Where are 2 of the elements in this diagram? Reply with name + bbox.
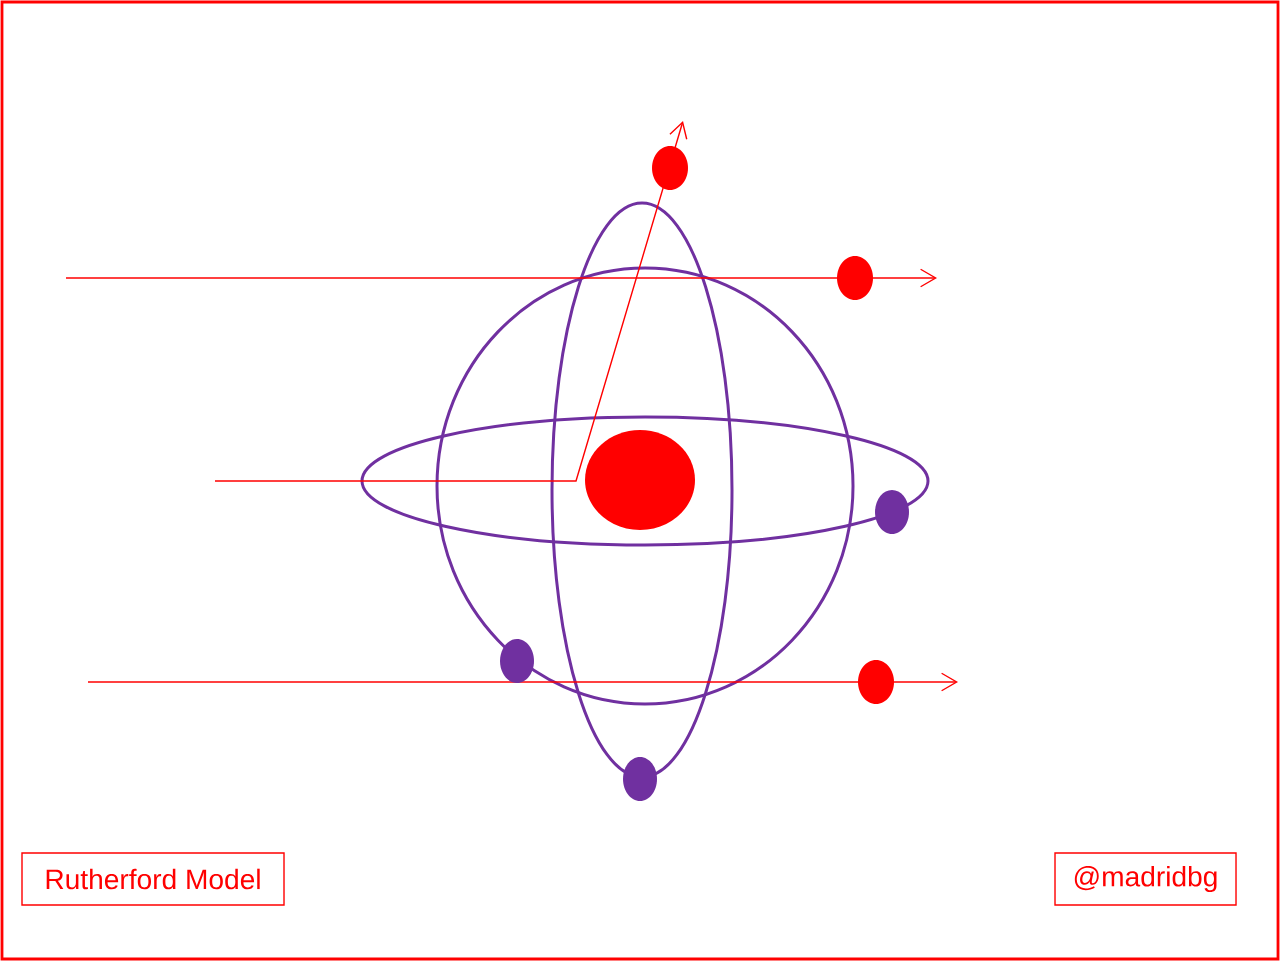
title-box: Rutherford Model <box>21 852 285 906</box>
signature-box: @madridbg <box>1054 852 1237 906</box>
